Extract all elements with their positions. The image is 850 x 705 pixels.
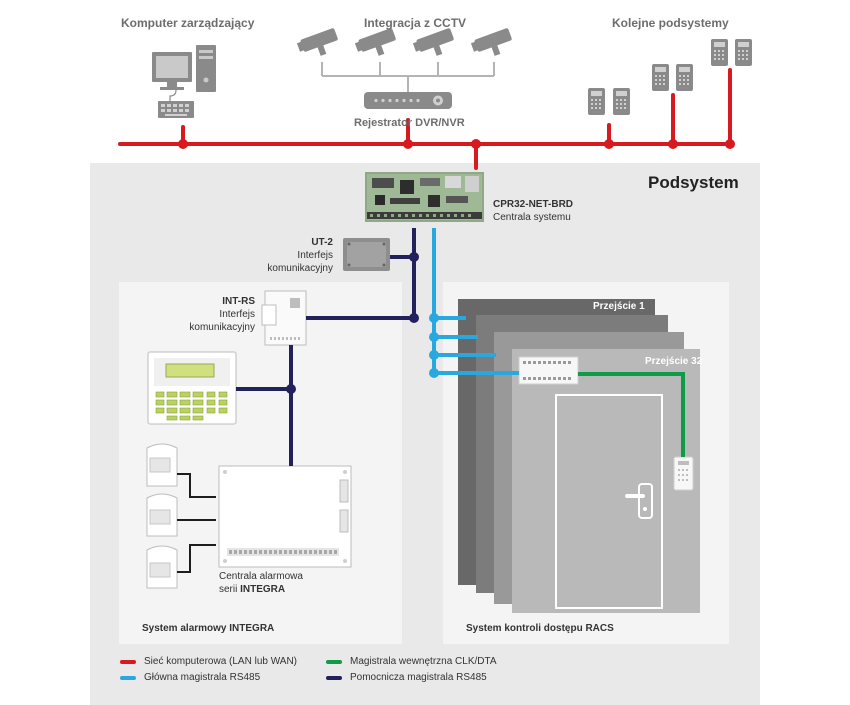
access-controller-module	[518, 356, 579, 385]
network-nodes	[178, 139, 735, 149]
dvr-label: Rejestrator DVR/NVR	[354, 117, 465, 129]
cpr32-controller-board	[365, 172, 484, 222]
legend-main-bus-swatch	[120, 675, 136, 680]
motion-detector-icons	[146, 443, 178, 589]
controller-desc: Centrala systemu	[493, 212, 571, 223]
legend-internal-bus-text: Magistrala wewnętrzna CLK/DTA	[350, 656, 497, 667]
intrs-interface-icon	[261, 290, 307, 346]
ut2-desc-2: komunikacyjny	[267, 263, 333, 274]
legend-main-bus: Główna magistrala RS485	[120, 672, 260, 683]
dvr-recorder-icon	[364, 92, 452, 109]
integra-lcd-keypad-icon	[147, 351, 237, 425]
ut2-caption: UT-2 Interfejs komunikacyjny	[240, 236, 333, 275]
legend-network-text: Sieć komputerowa (LAN lub WAN)	[144, 656, 298, 667]
legend-network-swatch	[120, 659, 136, 664]
intrs-desc-1: Interfejs	[219, 309, 255, 320]
legend-main-bus-text: Główna magistrala RS485	[144, 672, 261, 683]
integra-alarm-panel-icon	[218, 465, 352, 568]
keypad-reader-icon	[673, 456, 694, 491]
controller-caption: CPR32-NET-BRD Centrala systemu	[493, 198, 573, 224]
door-stack	[458, 299, 700, 613]
alarm-panel-prefix: serii	[219, 584, 241, 595]
legend-aux-bus-text: Pomocnicza magistrala RS485	[350, 672, 487, 683]
alarm-panel-line-2: serii INTEGRA	[219, 583, 303, 596]
intrs-caption: INT-RS Interfejs komunikacyjny	[160, 295, 255, 334]
alarm-panel-model: INTEGRA	[240, 584, 286, 595]
legend-network: Sieć komputerowa (LAN lub WAN)	[120, 656, 297, 667]
managing-computer-label: Komputer zarządzający	[121, 16, 255, 30]
other-subsystems-label: Kolejne podsystemy	[612, 16, 729, 30]
cctv-camera-icons	[296, 28, 512, 92]
computer-icon	[152, 45, 216, 118]
alarm-system-label: System alarmowy INTEGRA	[142, 623, 275, 634]
internal-bus-line	[578, 372, 685, 457]
access-system-label: System kontroli dostępu RACS	[466, 623, 614, 634]
legend-aux-bus-swatch	[326, 675, 342, 680]
aux-bus-nodes	[286, 252, 419, 394]
detector-wires	[177, 473, 216, 573]
ut2-interface-icon	[343, 238, 390, 271]
ut2-desc-1: Interfejs	[297, 250, 333, 261]
door-last-label: Przejście 32	[645, 356, 703, 367]
intrs-name: INT-RS	[222, 296, 255, 307]
legend-internal-bus: Magistrala wewnętrzna CLK/DTA	[326, 656, 497, 667]
main-bus-lines	[432, 228, 519, 375]
aux-bus-lines	[236, 228, 416, 466]
ut2-name: UT-2	[311, 237, 333, 248]
legend-aux-bus: Pomocnicza magistrala RS485	[326, 672, 487, 683]
alarm-panel-caption: Centrala alarmowa serii INTEGRA	[219, 570, 303, 596]
subsystem-title: Podsystem	[648, 173, 739, 192]
legend-internal-bus-swatch	[326, 659, 342, 664]
controller-name: CPR32-NET-BRD	[493, 199, 574, 210]
intrs-desc-2: komunikacyjny	[189, 322, 255, 333]
door-handle-icon	[625, 483, 653, 519]
door-first-label: Przejście 1	[593, 301, 645, 312]
main-bus-nodes	[429, 313, 439, 378]
subsystem-reader-icons	[588, 39, 752, 115]
alarm-panel-line-1: Centrala alarmowa	[219, 571, 303, 582]
door-frame	[555, 394, 663, 609]
cctv-integration-label: Integracja z CCTV	[364, 16, 467, 30]
